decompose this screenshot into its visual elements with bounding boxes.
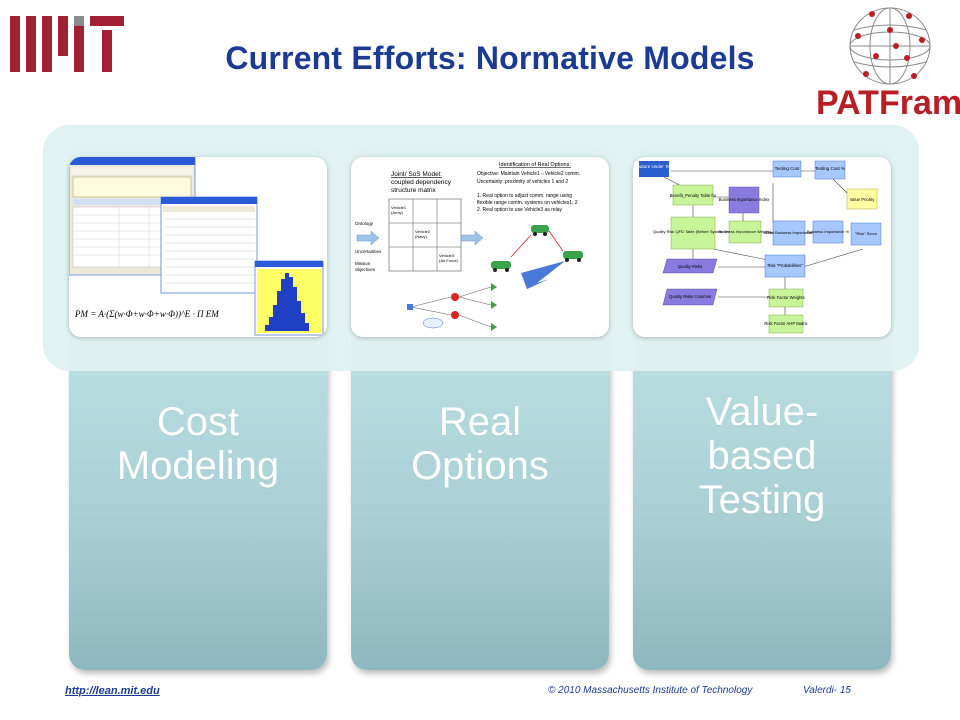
ro-opt2: 2. Real option to use Vehicle3 as relay — [477, 207, 563, 213]
vt-node-7: Quality Risk QFD Table (Before System Te… — [653, 229, 734, 234]
vt-node-11: "Risk" Score — [855, 231, 878, 236]
vt-node-6: Value Priority — [850, 197, 875, 202]
cost-model-screenshot: PM = A·(Σ(w·Φ+w·Φ+w·Φ))^E · Π EM — [69, 157, 324, 336]
vt-node-10: Business Importance % — [807, 229, 849, 234]
ro-veh3b: (Air Force) — [439, 258, 459, 263]
footer-url-link[interactable]: http://lean.mit.edu — [65, 685, 160, 697]
ro-heading: Joint/ SoS Model: — [391, 171, 442, 178]
decision-tree — [410, 286, 492, 328]
footer-page-number: Valerdi- 15 — [803, 685, 851, 696]
ro-opt1b: flexible range comm. systems on vehicles… — [477, 200, 578, 206]
ro-veh1b: (Army) — [391, 210, 404, 215]
value-testing-diagram: Feature Under Test Testing Cost Testing … — [635, 160, 882, 334]
label-line: Real Options — [411, 400, 549, 488]
vt-node-4: Benefit_Penalty Table for — [670, 193, 717, 198]
footer-copyright: © 2010 Massachusetts Institute of Techno… — [548, 685, 753, 696]
vt-node-9: Total Business Importance — [766, 230, 814, 235]
vt-node-15: Risk Factor Weights — [767, 295, 804, 300]
ro-objectives: objectives — [355, 267, 376, 272]
ro-unc: Uncertainty: proximity of vehicles 1 and… — [477, 179, 568, 185]
ro-ontology: Ontology — [355, 221, 374, 226]
ro-opt1a: 1. Real option to adjust comm. range usi… — [477, 193, 572, 199]
value-testing-thumbnail: Feature Under Test Testing Cost Testing … — [633, 157, 891, 337]
ro-line3: structure matrix — [391, 187, 437, 194]
vt-node-1: Feature Under Test — [635, 164, 674, 169]
ro-uncertainties: Uncertainties — [355, 249, 382, 254]
equation: PM = A·(Σ(w·Φ+w·Φ+w·Φ))^E · Π EM — [74, 309, 219, 319]
vt-node-13: Risk "Probabilities" — [767, 263, 803, 268]
vt-node-5: Business Importance Index — [719, 197, 770, 202]
ro-veh1: Vehicle1 — [391, 205, 407, 210]
label-line: Value- based Testing — [698, 390, 826, 522]
ro-mission: Mission — [355, 261, 371, 266]
vt-node-8: Business Importance Weights — [719, 229, 772, 234]
column-label: Value- based Testing — [633, 390, 891, 522]
ro-obj: Objective: Maintain Vehicle1⇔Vehicle2 co… — [477, 171, 580, 177]
ro-line2: coupled dependency — [391, 179, 452, 186]
real-options-diagram: Joint/ SoS Model: coupled dependency str… — [355, 162, 583, 331]
vt-node-2: Testing Cost — [775, 166, 801, 171]
ro-veh2b: (Navy) — [415, 234, 427, 239]
vt-node-16: Risk Factor AHP Matrix — [764, 321, 808, 326]
real-options-thumbnail: Joint/ SoS Model: coupled dependency str… — [351, 157, 609, 337]
mit-logo — [10, 16, 124, 72]
globe-icon — [849, 7, 931, 85]
column-label: Cost Modeling — [69, 400, 327, 488]
page-title: Current Efforts: Normative Models — [225, 40, 755, 76]
vt-node-14: Quality Risks Columns — [669, 294, 711, 299]
vt-node-12: Quality Risks — [678, 264, 702, 269]
vt-node-3: Testing Cost % — [815, 166, 845, 171]
patframe-wordmark: PATFrame — [816, 84, 960, 122]
label-line: Cost Modeling — [116, 400, 280, 488]
patframe-logo: PATFrame — [810, 0, 960, 135]
ro-ident: Identification of Real Options: — [499, 162, 571, 168]
ro-veh3: Vehicle3 — [439, 253, 455, 258]
ro-veh2: Vehicle2 — [415, 229, 431, 234]
vehicles-scene — [491, 225, 583, 289]
cost-modeling-thumbnail: PM = A·(Σ(w·Φ+w·Φ+w·Φ))^E · Π EM — [69, 157, 327, 337]
column-label: Real Options — [351, 400, 609, 488]
